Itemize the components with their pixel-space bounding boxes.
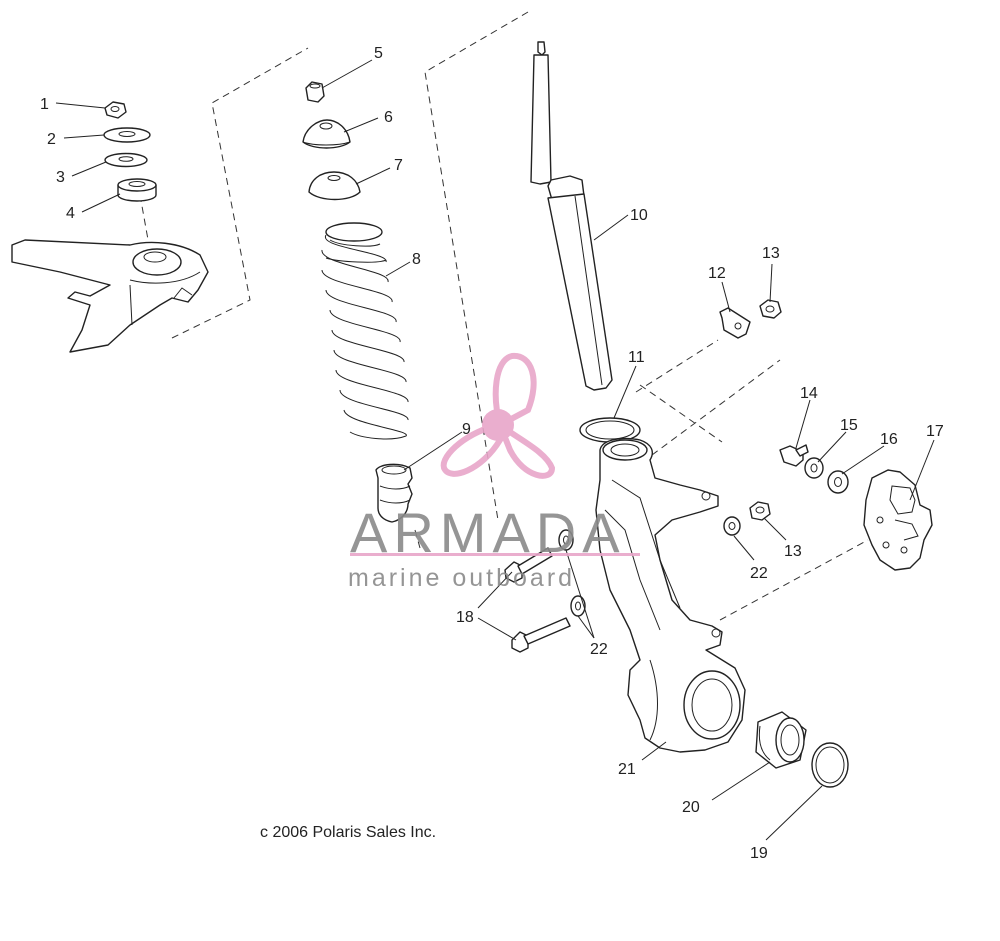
part-washer-15 [804,457,824,479]
part-bolt-18-lower [511,617,571,653]
part-washer-16 [827,470,849,494]
callout-6: 6 [384,109,393,126]
callout-15: 15 [840,417,858,434]
callout-3: 3 [56,169,65,186]
copyright-notice: c 2006 Polaris Sales Inc. [260,824,437,841]
part-knuckle-21 [595,437,746,753]
callout-22-left: 22 [590,641,608,658]
part-washer-3 [104,152,148,168]
callout-2: 2 [47,131,56,148]
callout-12: 12 [708,265,726,282]
callout-4: 4 [66,205,75,222]
watermark-tagline: marine outboard [348,564,575,592]
callout-10: 10 [630,207,648,224]
callout-5: 5 [374,45,383,62]
callout-18: 18 [456,609,474,626]
part-snap-ring-19 [811,742,849,788]
callout-8: 8 [412,251,421,268]
callout-14: 14 [800,385,818,402]
callout-21: 21 [618,761,636,778]
part-spring-seat-7 [308,171,361,201]
callout-13-upper: 13 [762,245,780,262]
part-clip-12 [719,307,751,339]
part-nut-1 [104,101,127,119]
part-bushing-4 [117,178,157,202]
callout-19: 19 [750,845,768,862]
part-bump-stop-9 [375,463,413,523]
callout-13-lower: 13 [784,543,802,560]
callout-17: 17 [926,423,944,440]
callout-11: 11 [628,349,645,366]
part-caliper-17 [863,469,933,571]
part-washer-22-c [723,516,741,536]
callout-1: 1 [40,96,49,113]
part-bolt-14 [779,444,809,467]
callout-9: 9 [462,421,471,438]
propeller-logo-icon [440,352,556,479]
callout-22-right: 22 [750,565,768,582]
part-frame-mount [11,239,209,353]
part-coil-spring-8 [321,222,409,440]
callout-20: 20 [682,799,700,816]
armada-watermark: ARMADA marine outboard [348,352,640,592]
leader-lines [55,59,935,841]
part-upper-cup-6 [302,119,351,149]
part-washer-22-b [570,595,586,617]
part-bearing-20 [755,711,807,769]
callout-7: 7 [394,157,403,174]
part-nut-13-upper [759,299,782,319]
part-nut-5 [305,81,325,103]
callout-labels: 1 2 3 4 5 6 7 8 9 10 11 12 13 13 14 15 1… [40,45,944,862]
part-strut-10 [530,41,613,391]
part-nut-13-lower [749,501,771,521]
callout-16: 16 [880,431,898,448]
assembly-guide-lines [139,11,869,621]
part-washer-2 [103,127,151,143]
